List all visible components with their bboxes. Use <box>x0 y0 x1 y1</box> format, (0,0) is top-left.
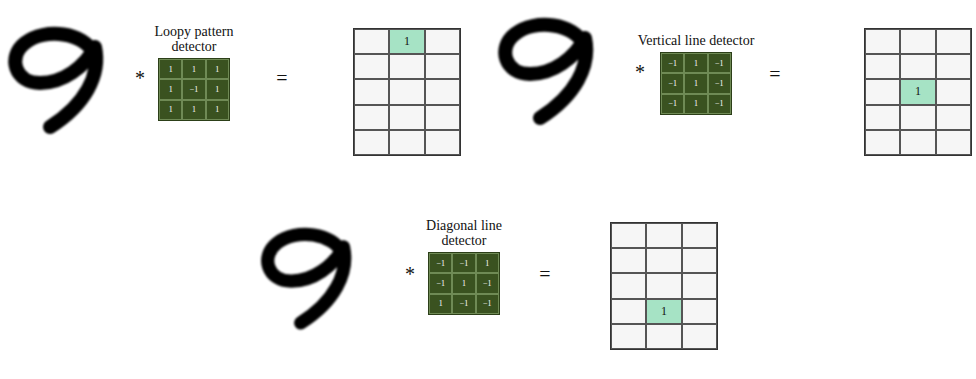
map-cell <box>865 79 900 104</box>
kernel-value: 1 <box>159 59 182 79</box>
map-cell <box>354 29 389 54</box>
kernel-value: 1 <box>206 59 229 79</box>
kernel-value: 1 <box>159 79 182 99</box>
map-cell <box>900 54 935 79</box>
convolution-operator: * <box>405 263 415 286</box>
map-cell <box>936 130 971 155</box>
map-cell <box>900 130 935 155</box>
map-cell <box>682 223 717 248</box>
map-cell <box>354 105 389 130</box>
detector-title: Loopy pattern detector <box>135 24 253 54</box>
map-cell <box>646 223 681 248</box>
map-cell <box>389 54 424 79</box>
map-cell <box>425 29 460 54</box>
map-cell <box>611 324 646 349</box>
kernel-value: −1 <box>708 73 731 93</box>
map-cell <box>936 79 971 104</box>
map-cell <box>936 105 971 130</box>
kernel-value: −1 <box>476 294 499 314</box>
kernel-value: 1 <box>429 294 452 314</box>
map-cell <box>682 248 717 273</box>
convolution-operator: * <box>635 61 645 84</box>
map-cell <box>389 105 424 130</box>
detector-title: Diagonal line detector <box>405 218 523 248</box>
map-cell <box>389 79 424 104</box>
kernel-matrix: Loopy pattern detector1111−11111 <box>158 58 230 121</box>
map-cell <box>900 29 935 54</box>
map-cell <box>900 105 935 130</box>
handwritten-nine <box>268 234 345 322</box>
kernel-value: 1 <box>159 100 182 120</box>
convolution-operator: * <box>135 67 145 90</box>
kernel-value: −1 <box>429 253 452 273</box>
handwritten-nine <box>15 34 96 127</box>
kernel-value: 1 <box>206 79 229 99</box>
kernel-value: 1 <box>452 273 475 293</box>
kernel-value: −1 <box>708 53 731 73</box>
map-cell <box>936 29 971 54</box>
feature-map: 1 <box>353 28 461 156</box>
equals-sign: = <box>769 63 780 86</box>
kernel-value: −1 <box>661 94 684 114</box>
kernel-value: 1 <box>684 53 707 73</box>
kernel-value: 1 <box>182 100 205 120</box>
handwritten-nine <box>505 25 586 118</box>
map-cell <box>611 248 646 273</box>
map-cell <box>865 54 900 79</box>
map-cell <box>646 273 681 298</box>
kernel-value: −1 <box>452 253 475 273</box>
map-cell <box>425 130 460 155</box>
map-cell <box>354 79 389 104</box>
feature-map: 1 <box>864 28 972 156</box>
map-cell <box>865 105 900 130</box>
map-cell <box>425 79 460 104</box>
kernel-value: 1 <box>476 253 499 273</box>
map-cell <box>389 130 424 155</box>
kernel-value: −1 <box>429 273 452 293</box>
map-cell <box>682 299 717 324</box>
detector-title: Vertical line detector <box>637 33 755 48</box>
activated-cell: 1 <box>389 29 424 54</box>
kernel-value: 1 <box>684 94 707 114</box>
map-cell <box>865 29 900 54</box>
kernel-value: −1 <box>661 73 684 93</box>
kernel-value: 1 <box>684 73 707 93</box>
activation-value: 1 <box>915 84 921 99</box>
kernel-value: −1 <box>452 294 475 314</box>
map-cell <box>865 130 900 155</box>
map-cell <box>611 223 646 248</box>
map-cell <box>425 54 460 79</box>
map-cell <box>936 54 971 79</box>
map-cell <box>646 248 681 273</box>
kernel-value: −1 <box>661 53 684 73</box>
kernel-value: −1 <box>476 273 499 293</box>
map-cell <box>425 105 460 130</box>
activation-value: 1 <box>661 304 667 319</box>
activation-value: 1 <box>404 34 410 49</box>
kernel-value: −1 <box>182 79 205 99</box>
map-cell <box>354 130 389 155</box>
kernel-value: 1 <box>206 100 229 120</box>
equals-sign: = <box>276 67 287 90</box>
map-cell <box>611 299 646 324</box>
kernel-matrix: Vertical line detector−11−1−11−1−11−1 <box>660 52 732 115</box>
activated-cell: 1 <box>900 79 935 104</box>
map-cell <box>682 273 717 298</box>
map-cell <box>354 54 389 79</box>
map-cell <box>646 324 681 349</box>
kernel-matrix: Diagonal line detector−1−11−11−11−1−1 <box>428 252 500 315</box>
map-cell <box>611 273 646 298</box>
kernel-value: −1 <box>708 94 731 114</box>
map-cell <box>682 324 717 349</box>
activated-cell: 1 <box>646 299 681 324</box>
equals-sign: = <box>539 263 550 286</box>
kernel-value: 1 <box>182 59 205 79</box>
feature-map: 1 <box>610 222 718 350</box>
